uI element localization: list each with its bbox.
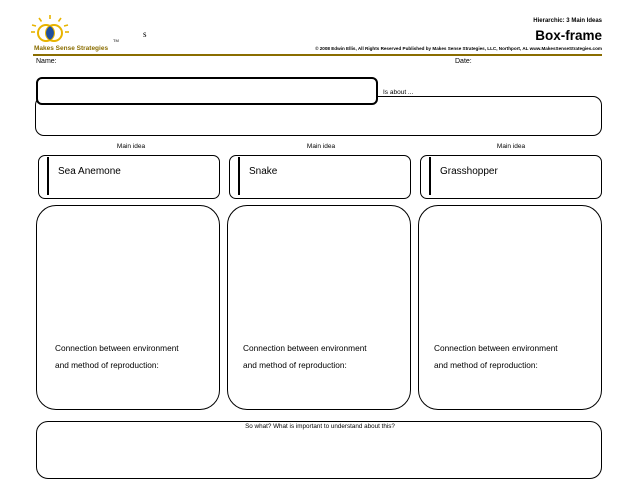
main-idea-label-3: Main idea	[496, 143, 526, 150]
main-idea-label-2: Main idea	[306, 143, 336, 150]
detail-box-3[interactable]	[418, 205, 602, 410]
page-title: Box-frame	[535, 28, 602, 43]
topic-input-box[interactable]	[36, 77, 378, 105]
makes-sense-logo-icon	[31, 15, 69, 42]
brand-name: Makes Sense Strategies	[34, 45, 109, 52]
organizer-type: Hierarchic: 3 Main Ideas	[533, 18, 602, 24]
main-idea-box-1[interactable]	[38, 155, 220, 199]
main-idea-divider-2	[238, 157, 240, 195]
header-mark: s	[143, 29, 147, 39]
main-idea-label-1: Main idea	[116, 143, 146, 150]
main-idea-box-2[interactable]	[229, 155, 411, 199]
header-divider	[33, 54, 602, 56]
detail-box-1[interactable]	[36, 205, 220, 410]
trademark: TM	[113, 38, 119, 43]
so-what-box[interactable]	[36, 421, 602, 479]
name-label: Name:	[36, 58, 57, 65]
main-idea-divider-3	[429, 157, 431, 195]
copyright-line: © 2008 Edwin Ellis, All Rights Reserved …	[315, 46, 602, 51]
detail-box-2[interactable]	[227, 205, 411, 410]
date-label: Date:	[455, 58, 472, 65]
main-idea-divider-1	[47, 157, 49, 195]
main-idea-box-3[interactable]	[420, 155, 602, 199]
main-idea-value-1: Sea Anemone	[58, 166, 121, 177]
is-about-label: Is about ...	[383, 89, 414, 96]
main-idea-value-3: Grasshopper	[440, 166, 498, 177]
so-what-prompt: So what? What is important to understand…	[245, 423, 395, 430]
main-idea-value-2: Snake	[249, 166, 278, 177]
